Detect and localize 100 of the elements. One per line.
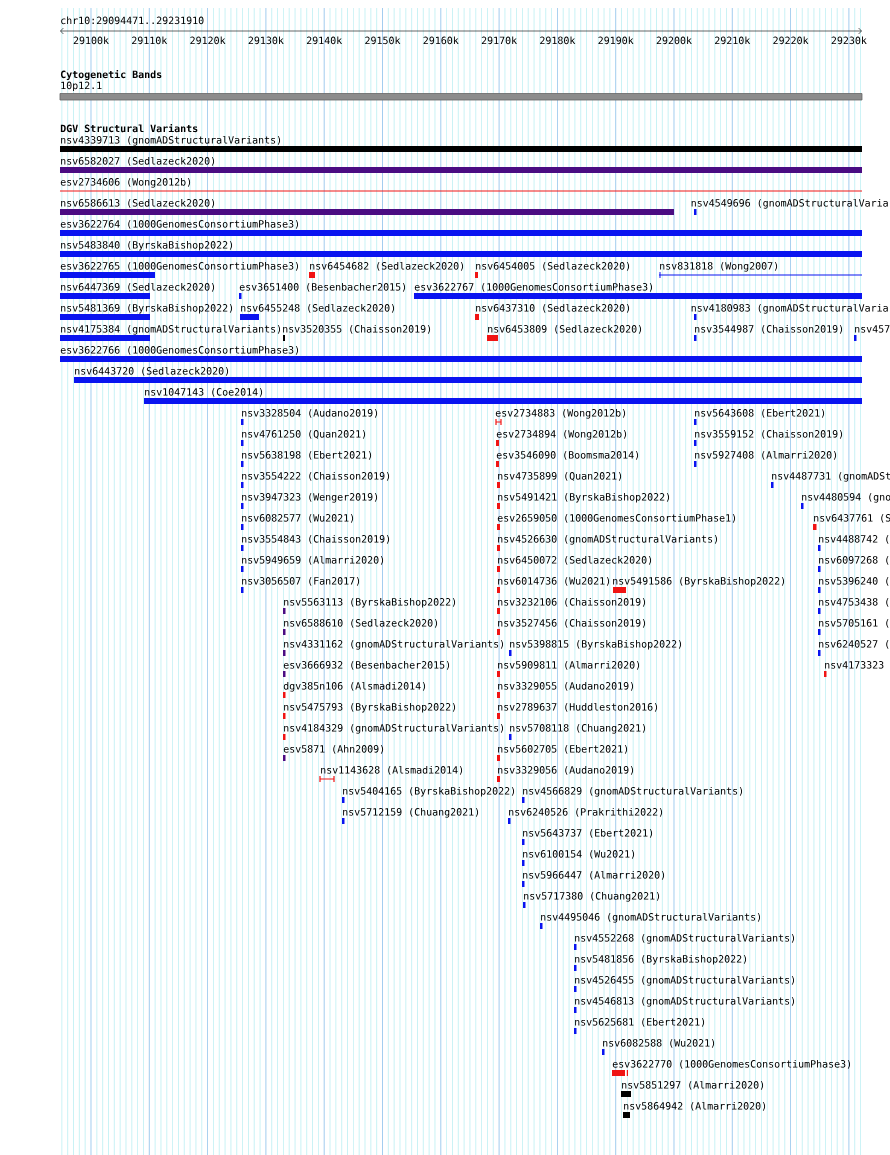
tick-label: 29210k — [715, 36, 751, 45]
feature-label: nsv5625681 (Ebert2021) — [575, 1017, 705, 1027]
feature-label: nsv5602705 (Ebert2021) — [498, 744, 628, 754]
feature-label: nsv1143628 (Alsmadi2014) — [321, 765, 463, 775]
feature-label: nsv5966447 (Almarri2020) — [523, 870, 665, 880]
feature-label: nsv3947323 (Wenger2019) — [242, 492, 378, 503]
feature-label: esv3546090 (Boomsma2014) — [496, 450, 639, 460]
tick-label: 29110k — [132, 36, 168, 45]
feature-label: nsv6437310 (Sedlazeck2020) — [476, 303, 630, 313]
feature-label: nsv5717380 (Chuang2021) — [524, 891, 660, 902]
feature-label: nsv4331162 (gnomADStructuralVariants) — [284, 639, 504, 650]
feature-label: nsv6588610 (Sedlazeck2020) — [284, 618, 438, 628]
feature-label: nsv2789637 (Huddleston2016) — [498, 702, 658, 712]
feature-label: nsv5481856 (ByrskaBishop2022) — [575, 954, 747, 965]
feature-label: nsv3520355 (Chaisson2019) — [283, 324, 431, 334]
feature-label: nsv4526630 (gnomADStructuralVariants) — [498, 534, 718, 545]
feature-label: nsv5483840 (ByrskaBishop2022) — [61, 240, 233, 251]
feature-label: nsv4487731 (gnomADSt — [772, 471, 890, 482]
feature-label: nsv4488742 ( — [819, 534, 889, 544]
feature-label: nsv4549696 (gnomADStructuralVaria — [691, 198, 888, 209]
feature-label: nsv4175384 (gnomADStructuralVariants) — [61, 324, 281, 335]
feature-label: nsv5705161 ( — [819, 618, 889, 628]
feature-label: nsv5563113 (ByrskaBishop2022) — [284, 597, 456, 608]
feature-label: nsv4761250 (Quan2021) — [242, 429, 366, 439]
feature-label: nsv3554843 (Chaisson2019) — [242, 534, 390, 544]
feature-label: nsv4546813 (gnomADStructuralVariants) — [575, 996, 795, 1007]
feature-label: nsv6082588 (Wu2021) — [603, 1038, 715, 1048]
feature-label: nsv5396240 ( — [819, 576, 889, 586]
band-label: 10p12.1 — [61, 81, 102, 92]
feature-label: nsv4495046 (gnomADStructuralVariants) — [541, 912, 761, 923]
feature-label: nsv6443720 (Sedlazeck2020) — [75, 366, 229, 376]
feature-label: nsv4480594 (gno — [802, 492, 890, 503]
feature-label: nsv6454682 (Sedlazeck2020) — [310, 261, 464, 271]
feature-label: nsv3232106 (Chaisson2019) — [498, 597, 646, 607]
tick-label: 29190k — [598, 36, 634, 45]
feature-label: nsv6240526 (Prakrithi2022) — [509, 807, 663, 817]
tick-label: 29120k — [190, 36, 226, 45]
feature-label: nsv4180983 (gnomADStructuralVaria — [691, 303, 888, 314]
feature-label: nsv6450072 (Sedlazeck2020) — [498, 555, 652, 565]
feature-label: nsv3329056 (Audano2019) — [498, 765, 634, 775]
feature-label: nsv5638198 (Ebert2021) — [242, 450, 372, 460]
feature-label: nsv6453809 (Sedlazeck2020) — [488, 324, 642, 334]
feature-label: esv3651400 (Besenbacher2015) — [239, 282, 406, 292]
tick-label: 29160k — [423, 36, 459, 45]
feature-label: nsv5491586 (ByrskaBishop2022) — [613, 576, 785, 587]
feature-label: nsv5475793 (ByrskaBishop2022) — [284, 702, 456, 713]
track-heading: Cytogenetic Bands — [60, 69, 162, 81]
feature-label: nsv6455248 (Sedlazeck2020) — [241, 303, 395, 313]
feature-label: nsv5398815 (ByrskaBishop2022) — [510, 639, 682, 650]
feature-label: nsv1047143 (Coe2014) — [145, 387, 263, 397]
feature-label: nsv3329055 (Audano2019) — [498, 681, 634, 691]
tick-label: 29140k — [306, 36, 343, 45]
feature-label: nsv457 — [855, 325, 890, 333]
feature-label: esv3666932 (Besenbacher2015) — [283, 660, 450, 670]
feature-label: nsv4184329 (gnomADStructuralVariants) — [284, 723, 504, 734]
feature-label: esv2659050 (1000GenomesConsortiumPhase1) — [497, 513, 735, 523]
tick-label: 29130k — [248, 36, 284, 45]
feature-label: nsv6082577 (Wu2021) — [242, 513, 354, 523]
feature-label: nsv3527456 (Chaisson2019) — [498, 618, 646, 628]
feature-label: nsv6240527 ( — [819, 639, 889, 649]
tick-label: 29230k — [831, 36, 867, 45]
feature-label: dgv385n106 (Alsmadi2014) — [283, 681, 426, 692]
feature-label: nsv5927408 (Almarri2020) — [695, 450, 837, 460]
feature-label: nsv5712159 (Chuang2021) — [343, 807, 479, 818]
feature-label: nsv6586613 (Sedlazeck2020) — [61, 198, 215, 208]
track-heading: DGV Structural Variants — [60, 123, 198, 133]
feature-label: nsv3056507 (Fan2017) — [242, 576, 360, 586]
feature-label: nsv831818 (Wong2007) — [660, 261, 778, 272]
feature-label: nsv5851297 (Almarri2020) — [622, 1080, 764, 1090]
feature-label: nsv6582027 (Sedlazeck2020) — [61, 156, 215, 166]
feature-label: nsv4552268 (gnomADStructuralVariants) — [575, 933, 795, 944]
feature-label: esv3622764 (1000GenomesConsortiumPhase3) — [60, 219, 298, 229]
feature-label: nsv6014736 (Wu2021) — [498, 576, 610, 586]
feature-label: nsv3559152 (Chaisson2019) — [695, 429, 843, 439]
location-label: chr10:29094471..29231910 — [61, 16, 204, 25]
feature-label: nsv5481369 (ByrskaBishop2022) — [61, 303, 233, 314]
feature-label: nsv4566829 (gnomADStructuralVariants) — [523, 786, 743, 797]
feature-label: nsv5643737 (Ebert2021) — [523, 828, 653, 838]
feature-label: nsv4526455 (gnomADStructuralVariants) — [575, 975, 795, 986]
feature-label: nsv5949659 (Almarri2020) — [242, 555, 384, 565]
feature-label: esv3622766 (1000GenomesConsortiumPhase3) — [60, 345, 298, 355]
feature-label: nsv3544987 (Chaisson2019) — [695, 324, 843, 334]
feature-label: nsv5404165 (ByrskaBishop2022) — [343, 786, 515, 797]
tick-label: 29170k — [481, 36, 517, 45]
feature-label: nsv6100154 (Wu2021) — [523, 849, 635, 859]
feature-label: nsv5491421 (ByrskaBishop2022) — [498, 492, 670, 503]
tick-label: 29150k — [365, 36, 401, 45]
feature-label: esv3622770 (1000GenomesConsortiumPhase3) — [612, 1059, 850, 1069]
tick-label: 29180k — [540, 36, 576, 45]
feature-label: nsv6097268 ( — [819, 555, 889, 565]
feature-label: nsv5643608 (Ebert2021) — [695, 408, 825, 418]
feature-label: nsv4735899 (Quan2021) — [498, 471, 622, 481]
feature-label: esv2734894 (Wong2012b) — [496, 429, 627, 440]
feature-label: esv3622767 (1000GenomesConsortiumPhase3) — [414, 282, 652, 292]
tick-label: 29220k — [773, 36, 809, 45]
feature-label: nsv6437761 (S — [814, 513, 890, 523]
feature-label: nsv6454005 (Sedlazeck2020) — [476, 261, 630, 271]
feature-label: esv3622765 (1000GenomesConsortiumPhase3) — [60, 261, 298, 271]
feature-label: esv5871 (Ahn2009) — [283, 744, 384, 754]
tick-label: 29200k — [656, 36, 692, 45]
